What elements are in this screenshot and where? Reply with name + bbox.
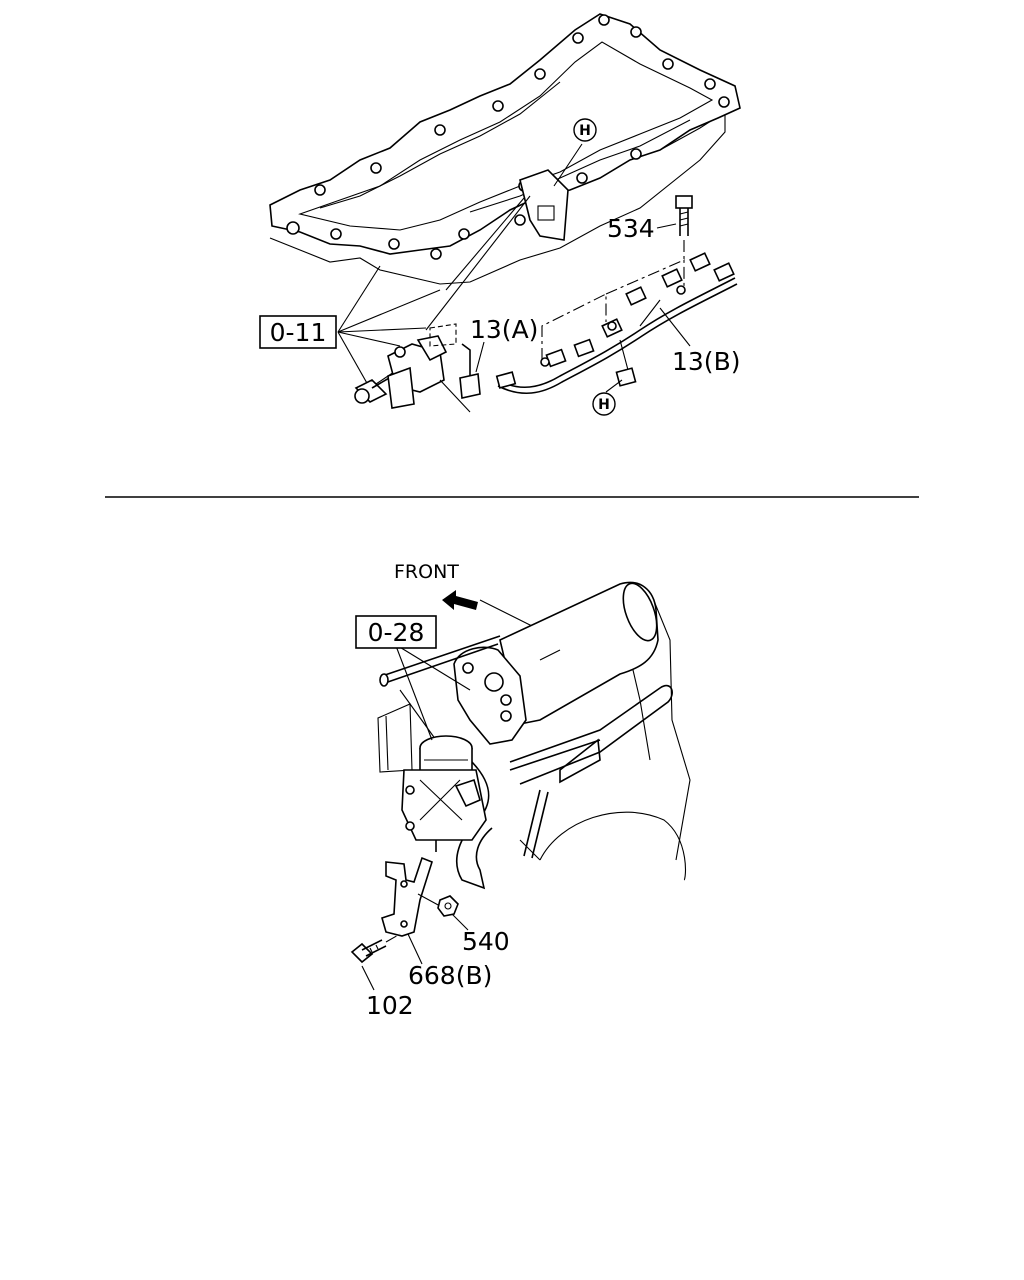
connector-13a-part <box>459 343 481 399</box>
oil-separator <box>401 735 487 852</box>
frame-bolt-bosses <box>286 14 730 260</box>
bolt-534-part <box>675 195 693 236</box>
h-mark-top-label: H <box>579 123 591 139</box>
wiring-harness <box>495 252 738 395</box>
carrier-inner-opening <box>298 41 714 231</box>
sensor-bracket <box>387 323 471 413</box>
label-668b: 668(B) <box>408 961 492 990</box>
label-102: 102 <box>366 991 414 1020</box>
ref-box-0-11-label: 0-11 <box>270 318 327 347</box>
mounting-plate <box>453 646 527 745</box>
h-mark-bottom: H <box>592 379 623 416</box>
frame-bracket <box>519 169 569 241</box>
ref-box-0-28 <box>355 615 437 649</box>
h-mark-bottom-label: H <box>598 397 610 413</box>
label-13b: 13(B) <box>672 347 740 376</box>
leader-lines-0-11 <box>337 195 531 393</box>
ref-box-0-11 <box>259 315 337 349</box>
ref-box-0-28-label: 0-28 <box>368 618 425 647</box>
gasket <box>269 110 726 285</box>
lower-diagram: FRONT <box>350 561 691 1020</box>
front-label: FRONT <box>394 561 459 583</box>
h-mark-top: H <box>553 118 597 187</box>
hoses <box>379 635 673 890</box>
nut-540-part <box>437 895 459 917</box>
carrier-frame <box>269 13 741 255</box>
label-13a: 13(A) <box>470 315 538 344</box>
bracket-668b-part <box>381 856 441 937</box>
label-540: 540 <box>462 927 510 956</box>
upper-diagram: 0-11 13(A) <box>259 13 741 416</box>
front-arrow-icon <box>442 590 478 610</box>
bolt-part <box>354 371 397 404</box>
bolt-102-part <box>350 933 401 964</box>
label-534: 534 <box>607 214 655 243</box>
